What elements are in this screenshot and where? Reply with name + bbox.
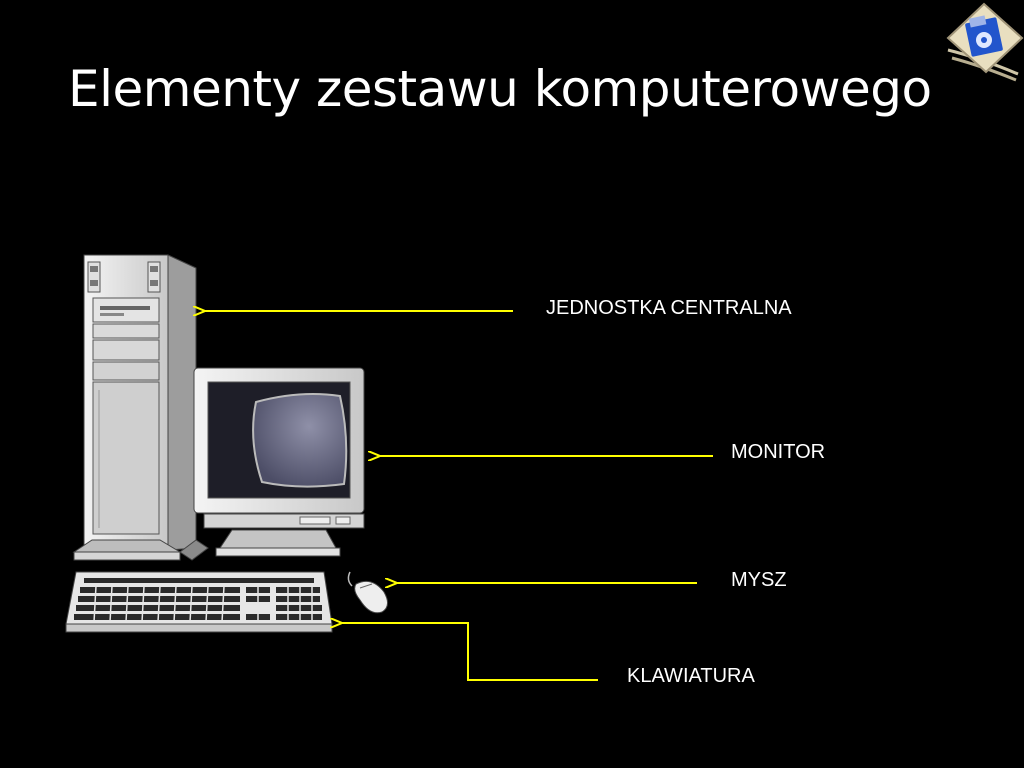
label-mouse: MYSZ: [731, 569, 787, 591]
label-keyboard: KLAWIATURA: [627, 665, 755, 687]
tower-case-image: [72, 254, 209, 561]
label-monitor: MONITOR: [731, 441, 826, 463]
slide-title: Elementy zestawu komputerowego: [68, 60, 932, 118]
monitor-image: [193, 367, 365, 557]
floppy-disk-icon: [946, 2, 1024, 82]
label-central-unit: JEDNOSTKA CENTRALNA: [546, 297, 792, 319]
arrow-keyboard: [341, 623, 598, 681]
mouse-image: [347, 571, 388, 614]
keyboard-image: [65, 571, 333, 633]
